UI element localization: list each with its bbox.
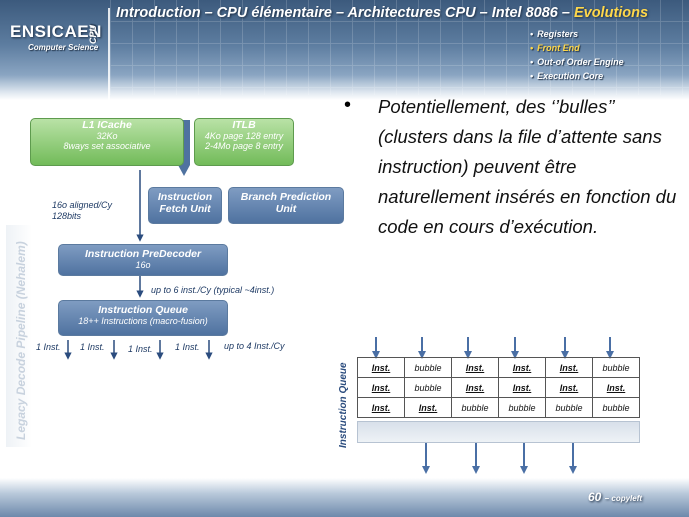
title-main: Introduction – CPU élémentaire – Archite… [116, 5, 574, 21]
itlb-line: 2-4Mo page 8 entry [204, 141, 284, 151]
inst-cell: Inst. [545, 357, 593, 378]
branch-prediction-box: Branch Prediction Unit [228, 187, 344, 224]
fetch-note: 16o aligned/Cy [52, 200, 113, 210]
inst-cell: Inst. [451, 377, 499, 398]
itlb-title: ITLB [232, 119, 256, 131]
queue-line: 18++ Instructions (macro-fusion) [78, 316, 208, 326]
queue-output-label: 1 Inst. [175, 342, 200, 352]
inst-cell: Inst. [592, 377, 640, 398]
branch-prediction-title: Unit [275, 203, 297, 215]
inst-cell: Inst. [357, 357, 405, 378]
inst-cell: Inst. [545, 377, 593, 398]
title-highlight: Evolutions [573, 5, 649, 21]
bubble-cell: bubble [592, 397, 640, 418]
footer-band [0, 478, 689, 517]
bubble-cell: bubble [404, 357, 452, 378]
page-number: 60 – copyleft [588, 490, 642, 504]
queue-output-label: 1 Inst. [80, 342, 105, 352]
queue-rate-note: up to 4 Inst./Cy [224, 341, 285, 351]
itlb-box: ITLB 4Ko page 128 entry 2-4Mo page 8 ent… [194, 118, 294, 166]
itlb-line: 4Ko page 128 entry [204, 131, 284, 141]
instruction-queue-box: Instruction Queue 18++ Instructions (mac… [58, 300, 228, 336]
fetch-unit-title: Fetch Unit [159, 203, 211, 215]
predecoder-title: Instruction PreDecoder [84, 248, 202, 260]
pipeline-shade [6, 225, 32, 447]
inst-cell: Inst. [357, 377, 405, 398]
bullet-text: Potentiellement, des ‘’bulles’’ (cluster… [378, 96, 677, 237]
page-suffix: – copyleft [604, 494, 643, 503]
agenda-item: Out-of Order Engine [530, 55, 624, 69]
slide-title: Introduction – CPU élémentaire – Archite… [116, 5, 648, 21]
l1-icache-line: 32Ko [96, 131, 118, 141]
bubble-cell: bubble [404, 377, 452, 398]
page-num: 60 [588, 490, 602, 504]
inst-cell: Inst. [498, 377, 546, 398]
l1-icache-line: 8ways set associative [63, 141, 151, 151]
inst-cell: Inst. [404, 397, 452, 418]
table-label: Instruction Queue [338, 362, 349, 448]
agenda-item-active: Front End [530, 41, 624, 55]
bullet-marker: • [344, 94, 352, 116]
branch-prediction-title: Branch Prediction [240, 191, 332, 203]
l1-icache-box: L1 ICache 32Ko 8ways set associative [30, 118, 184, 166]
agenda-item: Registers [530, 27, 624, 41]
bubble-cell: bubble [498, 397, 546, 418]
queue-output-label: 1 Inst. [36, 342, 61, 352]
fetch-unit-title: Instruction [157, 191, 213, 203]
inst-cell: Inst. [498, 357, 546, 378]
inst-cell: Inst. [451, 357, 499, 378]
header-divider [108, 8, 110, 106]
queue-title: Instruction Queue [98, 304, 188, 316]
logo: ENSICAEN [10, 22, 102, 41]
agenda-item: Execution Core [530, 69, 624, 83]
agenda-list: Registers Front End Out-of Order Engine … [530, 27, 624, 83]
predecoder-box: Instruction PreDecoder 16o [58, 244, 228, 276]
l1-icache-title: L1 ICache [82, 119, 132, 131]
table-base [357, 421, 640, 443]
bubble-cell: bubble [451, 397, 499, 418]
bubble-cell: bubble [592, 357, 640, 378]
fetch-unit-box: Instruction Fetch Unit [148, 187, 222, 224]
inst-cell: Inst. [357, 397, 405, 418]
logo-subtitle: Computer Science [28, 43, 99, 52]
queue-output-label: 1 Inst. [128, 344, 153, 354]
predecoder-note: up to 6 inst./Cy (typical ~4inst.) [151, 285, 275, 295]
fetch-note: 128bits [52, 211, 82, 221]
bubble-cell: bubble [545, 397, 593, 418]
predecoder-line: 16o [135, 260, 151, 270]
